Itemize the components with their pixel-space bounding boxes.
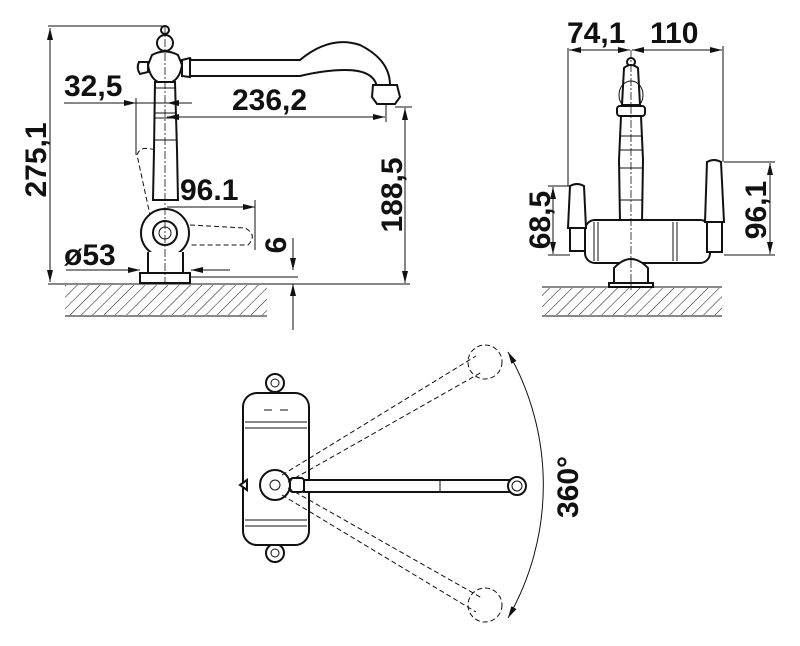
right-width-label: 110	[650, 17, 698, 50]
front-view: 74,1 110 68,5 96,1	[524, 17, 775, 317]
left-width-label: 74,1	[567, 17, 625, 50]
faucet-front	[566, 50, 726, 290]
base-diameter-label: ø53	[64, 239, 116, 272]
lever-reach-label: 96.1	[180, 174, 238, 207]
left-handle-height-label: 68,5	[524, 191, 557, 249]
countertop-hatch	[542, 288, 722, 315]
height-total-label: 275,1	[20, 122, 53, 197]
top-view: 360°	[238, 344, 585, 623]
base-thickness-label: 6	[260, 237, 293, 254]
spout-reach-label: 236,2	[232, 84, 307, 117]
faucet-side	[136, 25, 402, 284]
side-view: 275,1 32,5 236,2 188,5 96.1 6 ø53	[20, 25, 412, 330]
spout-height-label: 188,5	[376, 157, 409, 232]
rotation-label: 360°	[552, 456, 585, 518]
countertop-hatch	[65, 285, 267, 315]
right-handle-height-label: 96,1	[740, 181, 773, 239]
handle-offset-label: 32,5	[64, 70, 122, 103]
